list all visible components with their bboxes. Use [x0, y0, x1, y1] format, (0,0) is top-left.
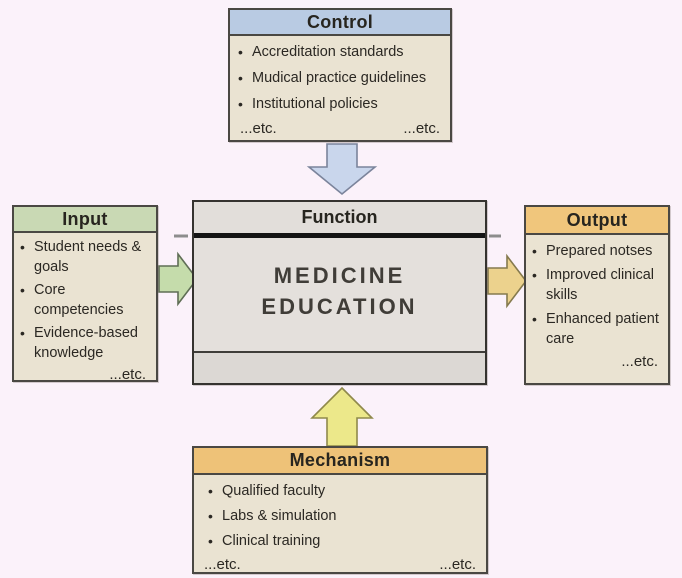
list-item: • Clinical training	[208, 531, 480, 551]
bullet-icon: •	[238, 44, 243, 60]
etc-label: ...etc.	[621, 353, 658, 370]
list-item-text: Core competencies	[34, 282, 124, 318]
list-item: • Enhanced patient care	[532, 309, 662, 349]
list-item-text: Prepared notses	[546, 243, 653, 259]
control-down-arrow-icon	[306, 143, 378, 196]
etc-label: ...etc.	[439, 556, 476, 573]
etc-label: ...etc.	[204, 556, 241, 573]
list-item: • Labs & simulation	[208, 506, 480, 526]
etc-row: ...etc. ...etc.	[194, 556, 486, 573]
control-item-list: • Accreditation standards • Mudical prac…	[230, 42, 450, 114]
function-label-line2: EDUCATION	[261, 294, 418, 319]
mechanism-item-list: • Qualified faculty • Labs & simulation …	[194, 481, 486, 551]
mechanism-box-title: Mechanism	[194, 448, 486, 475]
list-item: • Core competencies	[20, 280, 150, 320]
function-divider-thin	[194, 351, 485, 353]
bullet-icon: •	[20, 239, 25, 255]
list-item-text: Accreditation standards	[252, 44, 404, 60]
etc-label: ...etc.	[403, 120, 440, 137]
function-box-title: Function	[194, 202, 485, 233]
function-label-line1: MEDICINE	[273, 263, 406, 288]
mechanism-box: Mechanism • Qualified faculty • Labs & s…	[192, 446, 488, 574]
input-item-list: • Student needs & goals • Core competenc…	[14, 237, 156, 363]
bullet-icon: •	[532, 243, 537, 259]
list-item-text: Enhanced patient care	[546, 311, 659, 347]
list-item: • Accreditation standards	[238, 42, 444, 62]
bullet-icon: •	[20, 282, 25, 298]
list-item-text: Improved clinical skills	[546, 267, 654, 303]
control-box: Control • Accreditation standards • Mudi…	[228, 8, 452, 142]
list-item-text: Evidence-based knowledge	[34, 325, 138, 361]
list-item-text: Labs & simulation	[222, 508, 337, 524]
input-right-arrow-icon	[158, 251, 199, 307]
mechanism-up-arrow-icon	[310, 386, 374, 447]
list-item-text: Institutional policies	[252, 96, 378, 112]
function-divider-thick	[194, 233, 485, 238]
bullet-icon: •	[532, 267, 537, 283]
list-item-text: Student needs & goals	[34, 239, 142, 275]
list-item-text: Clinical training	[222, 533, 321, 549]
input-box-title: Input	[14, 207, 156, 233]
list-item: • Improved clinical skills	[532, 265, 662, 305]
list-item: • Student needs & goals	[20, 237, 150, 277]
output-right-arrow-icon	[487, 253, 528, 309]
etc-label: ...etc.	[109, 366, 146, 383]
output-box-title: Output	[526, 207, 668, 235]
control-box-title: Control	[230, 10, 450, 36]
list-item: • Prepared notses	[532, 241, 662, 261]
list-item: • Mudical practice guidelines	[238, 68, 444, 88]
bullet-icon: •	[20, 325, 25, 341]
list-item: • Evidence-based knowledge	[20, 323, 150, 363]
etc-label: ...etc.	[240, 120, 277, 137]
list-item-text: Qualified faculty	[222, 483, 326, 499]
bullet-icon: •	[532, 311, 537, 327]
bullet-icon: •	[238, 96, 243, 112]
function-box: Function MEDICINE EDUCATION	[192, 200, 487, 385]
etc-row: ...etc. ...etc.	[230, 120, 450, 137]
function-box-body: MEDICINE EDUCATION	[194, 238, 485, 351]
bullet-icon: •	[238, 70, 243, 86]
bullet-icon: •	[208, 483, 213, 499]
input-box: Input • Student needs & goals • Core com…	[12, 205, 158, 383]
bullet-icon: •	[208, 533, 213, 549]
list-item: • Qualified faculty	[208, 481, 480, 501]
list-item-text: Mudical practice guidelines	[252, 70, 427, 86]
output-item-list: • Prepared notses • Improved clinical sk…	[526, 241, 668, 349]
function-bottom-strip	[194, 353, 485, 383]
etc-row: ...etc.	[14, 366, 156, 383]
etc-row: ...etc.	[526, 353, 668, 370]
list-item: • Institutional policies	[238, 94, 444, 114]
bullet-icon: •	[208, 508, 213, 524]
output-box: Output • Prepared notses • Improved clin…	[524, 205, 670, 385]
